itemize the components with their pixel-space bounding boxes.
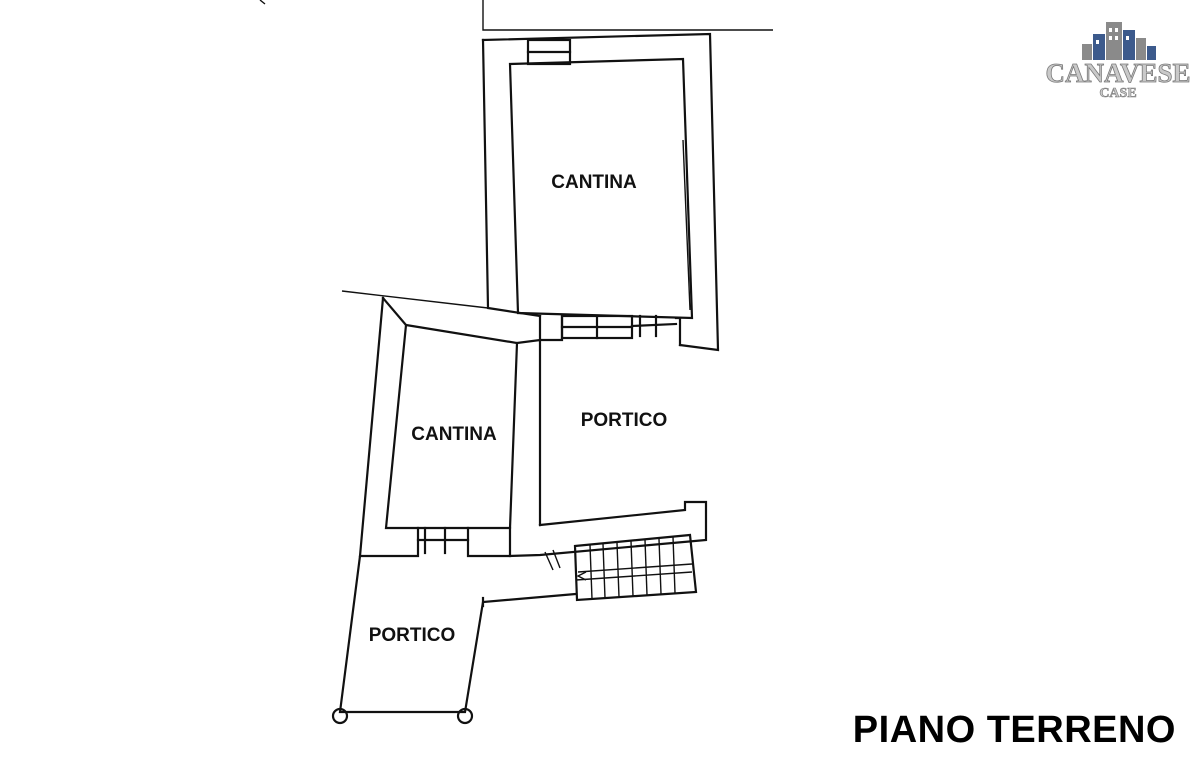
cantina-upper-door-wall [538, 314, 682, 347]
portico-upper-walls [508, 500, 708, 558]
room-label-portico-upper: PORTICO [581, 410, 668, 431]
cantina-lower-door [416, 526, 470, 555]
portico-lower-walls [331, 554, 578, 725]
logo-name: CANAVESE [1045, 58, 1190, 88]
central-wall [466, 338, 542, 558]
column-left [331, 707, 349, 725]
floor-title: PIANO TERRENO [853, 709, 1176, 751]
site-boundary [259, 0, 773, 309]
logo-tagline: CASE [1099, 86, 1136, 101]
canavese-logo: CANAVESE CASE [1045, 22, 1191, 101]
houses-icon [1082, 22, 1156, 60]
room-label-portico-lower: PORTICO [369, 625, 456, 646]
room-label-cantina-lower: CANTINA [411, 424, 497, 445]
staircase [544, 533, 698, 602]
column-right [456, 707, 474, 725]
room-label-cantina-upper: CANTINA [551, 172, 637, 193]
cantina-upper [508, 57, 694, 320]
